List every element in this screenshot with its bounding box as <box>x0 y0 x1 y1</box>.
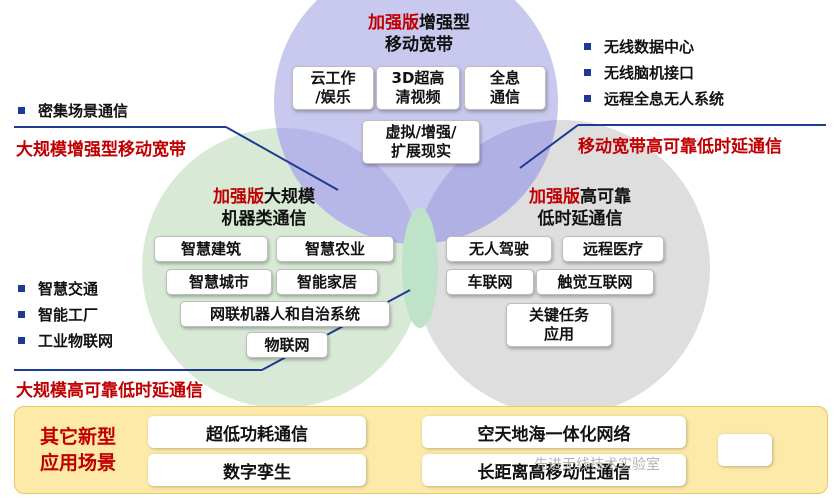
top-title-line2: 移动宽带 <box>385 35 453 55</box>
box-space-air-ground-sea: 空天地海一体化网络 <box>422 416 686 448</box>
connector-right-diag <box>519 124 579 169</box>
box-ultra-low-power: 超低功耗通信 <box>148 416 366 448</box>
list-item: 密集场景通信 <box>14 98 128 124</box>
label-urllc: 移动宽带高可靠低时延通信 <box>578 137 782 157</box>
bullet-icon <box>18 285 25 292</box>
label-mmtc: 大规模高可靠低时延通信 <box>16 381 203 401</box>
right-circle-title: 加强版高可靠 低时延通信 <box>492 186 668 230</box>
box-smart-home: 智能家居 <box>276 269 378 295</box>
bullet-icon <box>18 107 25 114</box>
right-title-rest: 高可靠 <box>580 187 631 207</box>
list-item: 无线脑机接口 <box>580 60 724 86</box>
box-iot: 物联网 <box>246 332 328 358</box>
left-top-overlap <box>274 128 422 244</box>
other-scenarios-label: 其它新型 应用场景 <box>39 426 116 474</box>
left-title-highlight: 加强版 <box>213 187 264 207</box>
connector-left-diag <box>225 126 339 191</box>
box-tactile-internet: 触觉互联网 <box>536 269 654 295</box>
list-item: 无线数据中心 <box>580 34 724 60</box>
top-left-list: 密集场景通信 <box>14 98 128 124</box>
left-title-line2: 机器类通信 <box>221 209 307 229</box>
box-smart-building: 智慧建筑 <box>154 236 268 262</box>
top-title-highlight: 加强版 <box>368 13 419 33</box>
top-title-rest: 增强型 <box>419 13 470 33</box>
bottom-left-list: 智慧交通 智能工厂 工业物联网 <box>14 276 113 354</box>
box-long-range-mobility: 长距离高移动性通信 <box>422 454 686 486</box>
box-cloud-work: 云工作 /娱乐 <box>292 66 374 110</box>
box-driverless: 无人驾驶 <box>446 236 552 262</box>
top-right-list: 无线数据中心 无线脑机接口 远程全息无人系统 <box>580 34 724 112</box>
box-xr: 虚拟/增强/ 扩展现实 <box>362 120 480 164</box>
other-scenarios-panel <box>14 406 828 494</box>
right-title-highlight: 加强版 <box>529 187 580 207</box>
box-smart-city: 智慧城市 <box>166 269 272 295</box>
list-item: 工业物联网 <box>14 328 113 354</box>
list-item: 智慧交通 <box>14 276 113 302</box>
list-item: 远程全息无人系统 <box>580 86 724 112</box>
center-overlap <box>402 208 438 328</box>
bullet-icon <box>584 43 591 50</box>
right-top-overlap <box>414 120 558 244</box>
label-embb: 大规模增强型移动宽带 <box>16 140 186 160</box>
box-v2x: 车联网 <box>446 269 534 295</box>
box-smart-agriculture: 智慧农业 <box>276 236 394 262</box>
left-circle-title: 加强版大规模 机器类通信 <box>176 186 352 230</box>
box-telemedicine: 远程医疗 <box>562 236 664 262</box>
bullet-icon <box>584 95 591 102</box>
box-holographic: 全息 通信 <box>464 66 546 110</box>
list-item: 智能工厂 <box>14 302 113 328</box>
bullet-icon <box>584 69 591 76</box>
box-digital-twin: 数字孪生 <box>148 454 366 486</box>
watermark: 先进无线技术实验室 <box>534 457 660 473</box>
box-robots: 网联机器人和自治系统 <box>180 301 390 327</box>
empty-box <box>718 434 772 466</box>
top-circle-title: 加强版增强型 移动宽带 <box>336 12 502 56</box>
left-title-rest: 大规模 <box>264 187 315 207</box>
bullet-icon <box>18 337 25 344</box>
box-3d-video: 3D超高 清视频 <box>376 66 460 110</box>
box-mission-critical: 关键任务 应用 <box>506 303 612 347</box>
bullet-icon <box>18 311 25 318</box>
right-title-line2: 低时延通信 <box>537 209 623 229</box>
